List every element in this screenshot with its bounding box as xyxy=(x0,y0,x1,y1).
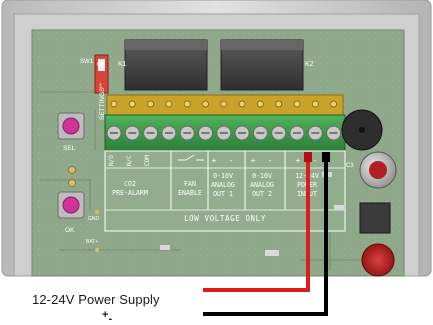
capacitor-c3-top xyxy=(369,161,387,179)
dip-switch-lever xyxy=(98,59,105,71)
settings-label: SETTINGS xyxy=(99,87,106,120)
power-wire-positive xyxy=(203,158,310,292)
terminal-pin-label: - xyxy=(268,156,273,165)
smd-component xyxy=(160,245,170,250)
terminal-pin xyxy=(330,100,338,108)
wire-entry-negative xyxy=(322,152,330,162)
terminal-group-label: ENABLE xyxy=(178,189,202,197)
terminal-pin-label: + xyxy=(212,156,217,165)
terminal-pin xyxy=(183,100,191,108)
terminal-pin xyxy=(128,100,136,108)
dip-switch-pos-label: 1 xyxy=(99,84,103,90)
terminal-group-label: FAN xyxy=(184,180,196,188)
terminal-pin-label: COM xyxy=(144,155,151,166)
terminal-pin-dots xyxy=(110,100,338,108)
wire-entry-positive xyxy=(304,152,312,162)
low-voltage-label: LOW VOLTAGE ONLY xyxy=(184,214,266,223)
terminal-pin xyxy=(110,100,118,108)
terminal-pin xyxy=(275,100,283,108)
terminal-group-label: 0-10V xyxy=(252,172,272,180)
regulator xyxy=(359,202,391,234)
ok-button-label: OK xyxy=(65,227,75,234)
terminal-group-label: CO2 xyxy=(124,180,136,188)
terminal-pin xyxy=(238,100,246,108)
buzzer-hole xyxy=(359,127,365,133)
relay-k1-top xyxy=(125,40,207,50)
test-point-bat xyxy=(95,248,99,252)
pcb-traces xyxy=(40,91,380,270)
dip-switch-on-label: ON xyxy=(97,62,105,68)
terminal-pin-label: - xyxy=(313,156,318,165)
terminal-screws xyxy=(106,125,342,141)
terminal-pin-label: + xyxy=(251,156,256,165)
relay-k2-top xyxy=(221,40,303,50)
terminal-pin xyxy=(311,100,319,108)
sel-button-cap[interactable] xyxy=(62,117,80,135)
terminal-pin-label: - xyxy=(229,156,234,165)
terminal-group-label: 0-10V xyxy=(213,172,233,180)
led-2 xyxy=(68,179,76,187)
relay-k1-ref: K1 xyxy=(118,61,127,68)
gnd-label: GND xyxy=(88,216,100,222)
terminal-group-label: PRE-ALARM xyxy=(112,189,148,197)
terminal-pin xyxy=(202,100,209,108)
terminal-pin xyxy=(293,100,301,108)
led-1 xyxy=(68,166,76,174)
capacitor-c3-label: C3 xyxy=(346,163,354,169)
power-wire-negative xyxy=(203,158,328,316)
polarity-marker: +- xyxy=(102,310,113,325)
smd-component xyxy=(265,250,279,256)
ok-button-cap[interactable] xyxy=(62,196,80,214)
relay-k2-ref: K2 xyxy=(305,61,314,68)
terminal-pin xyxy=(220,100,228,108)
dip-switch-ref: SW1 xyxy=(80,59,94,65)
terminal-group-label: OUT 1 xyxy=(213,190,233,198)
terminal-pin-label: N/O xyxy=(108,155,115,166)
terminal-pin xyxy=(147,100,155,108)
terminal-group-label: OUT 2 xyxy=(252,190,272,198)
bat-label: BAT+ xyxy=(86,239,98,245)
label-panel xyxy=(104,150,346,232)
terminal-pin xyxy=(256,100,264,108)
terminal-group-label: ANALOG xyxy=(250,181,274,189)
polarity-minus: - xyxy=(108,313,113,325)
smd-component xyxy=(334,205,344,210)
terminal-pin xyxy=(165,100,173,108)
sel-button-label: SEL xyxy=(63,145,76,152)
terminal-pin-label: + xyxy=(296,156,301,165)
capacitor-bottom xyxy=(361,243,395,277)
polarity-plus: + xyxy=(102,309,109,321)
terminal-pin-label: N/C xyxy=(126,155,133,166)
test-point-gnd xyxy=(95,210,99,214)
power-supply-label: 12-24V Power Supply xyxy=(32,292,160,307)
terminal-group-label: ANALOG xyxy=(211,181,235,189)
fan-relay-symbol xyxy=(178,154,204,161)
